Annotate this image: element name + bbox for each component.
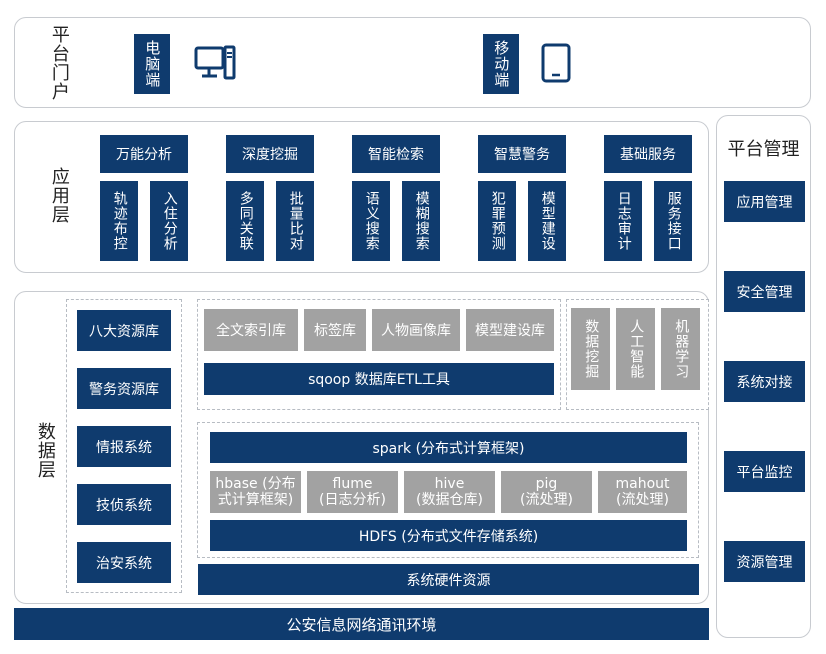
framework-tool[interactable]: flume (日志分析) [307, 471, 398, 513]
tool-desc: 式计算框架) [217, 492, 294, 508]
management-item[interactable]: 应用管理 [724, 181, 805, 222]
resource-library-item[interactable]: 技侦系统 [77, 484, 171, 525]
app-item[interactable]: 轨迹布控 [100, 181, 138, 261]
management-item[interactable]: 系统对接 [724, 361, 805, 402]
hardware-bar[interactable]: 系统硬件资源 [198, 564, 699, 595]
tool-name: flume [332, 476, 373, 492]
portal-title: 平台门户 [48, 25, 70, 101]
app-item[interactable]: 批量比对 [276, 181, 314, 261]
framework-tool[interactable]: hbase (分布 式计算框架) [210, 471, 301, 513]
spark-bar[interactable]: spark (分布式计算框架) [210, 432, 687, 463]
tool-desc: (日志分析) [319, 492, 386, 508]
app-item[interactable]: 模糊搜索 [402, 181, 440, 261]
data-layer-title: 数据层 [34, 421, 56, 479]
library-item[interactable]: 人物画像库 [372, 309, 460, 351]
app-item[interactable]: 入住分析 [150, 181, 188, 261]
desktop-computer-icon [194, 45, 236, 80]
app-group-header[interactable]: 智能检索 [352, 135, 440, 173]
management-title: 平台管理 [727, 139, 800, 160]
app-group-header[interactable]: 万能分析 [100, 135, 188, 173]
tool-name: pig [535, 476, 558, 492]
app-group-header[interactable]: 智慧警务 [478, 135, 566, 173]
framework-tool[interactable]: mahout (流处理) [598, 471, 687, 513]
mobile-client-box[interactable]: 移动端 [483, 34, 519, 94]
tool-desc: (数据仓库) [416, 492, 483, 508]
tool-desc: (流处理) [616, 492, 669, 508]
library-item[interactable]: 全文索引库 [204, 309, 298, 351]
library-item[interactable]: 标签库 [304, 309, 366, 351]
application-layer-title: 应用层 [48, 166, 70, 224]
tool-name: hbase (分布 [215, 476, 296, 492]
sqoop-etl-bar[interactable]: sqoop 数据库ETL工具 [204, 363, 554, 395]
ai-item[interactable]: 数据挖掘 [571, 308, 610, 390]
library-item[interactable]: 模型建设库 [466, 309, 554, 351]
resource-library-item[interactable]: 情报系统 [77, 426, 171, 467]
app-item[interactable]: 日志审计 [604, 181, 642, 261]
ai-item[interactable]: 机器学习 [661, 308, 700, 390]
pc-client-box[interactable]: 电脑端 [134, 34, 170, 94]
app-group-header[interactable]: 深度挖掘 [226, 135, 314, 173]
framework-tool[interactable]: hive (数据仓库) [404, 471, 495, 513]
management-item[interactable]: 安全管理 [724, 271, 805, 312]
ai-item[interactable]: 人工智能 [616, 308, 655, 390]
management-item[interactable]: 平台监控 [724, 451, 805, 492]
tool-name: hive [434, 476, 465, 492]
app-item[interactable]: 犯罪预测 [478, 181, 516, 261]
resource-library-item[interactable]: 治安系统 [77, 542, 171, 583]
app-item[interactable]: 模型建设 [528, 181, 566, 261]
app-group-header[interactable]: 基础服务 [604, 135, 692, 173]
management-item[interactable]: 资源管理 [724, 541, 805, 582]
resource-library-item[interactable]: 警务资源库 [77, 368, 171, 409]
resource-library-item[interactable]: 八大资源库 [77, 310, 171, 351]
tool-name: mahout [615, 476, 670, 492]
mobile-phone-icon [541, 43, 571, 83]
app-item[interactable]: 多同关联 [226, 181, 264, 261]
tool-desc: (流处理) [520, 492, 573, 508]
framework-tool[interactable]: pig (流处理) [501, 471, 592, 513]
hdfs-bar[interactable]: HDFS (分布式文件存储系统) [210, 520, 687, 551]
app-item[interactable]: 服务接口 [654, 181, 692, 261]
network-bar[interactable]: 公安信息网络通讯环境 [14, 608, 709, 640]
app-item[interactable]: 语义搜索 [352, 181, 390, 261]
